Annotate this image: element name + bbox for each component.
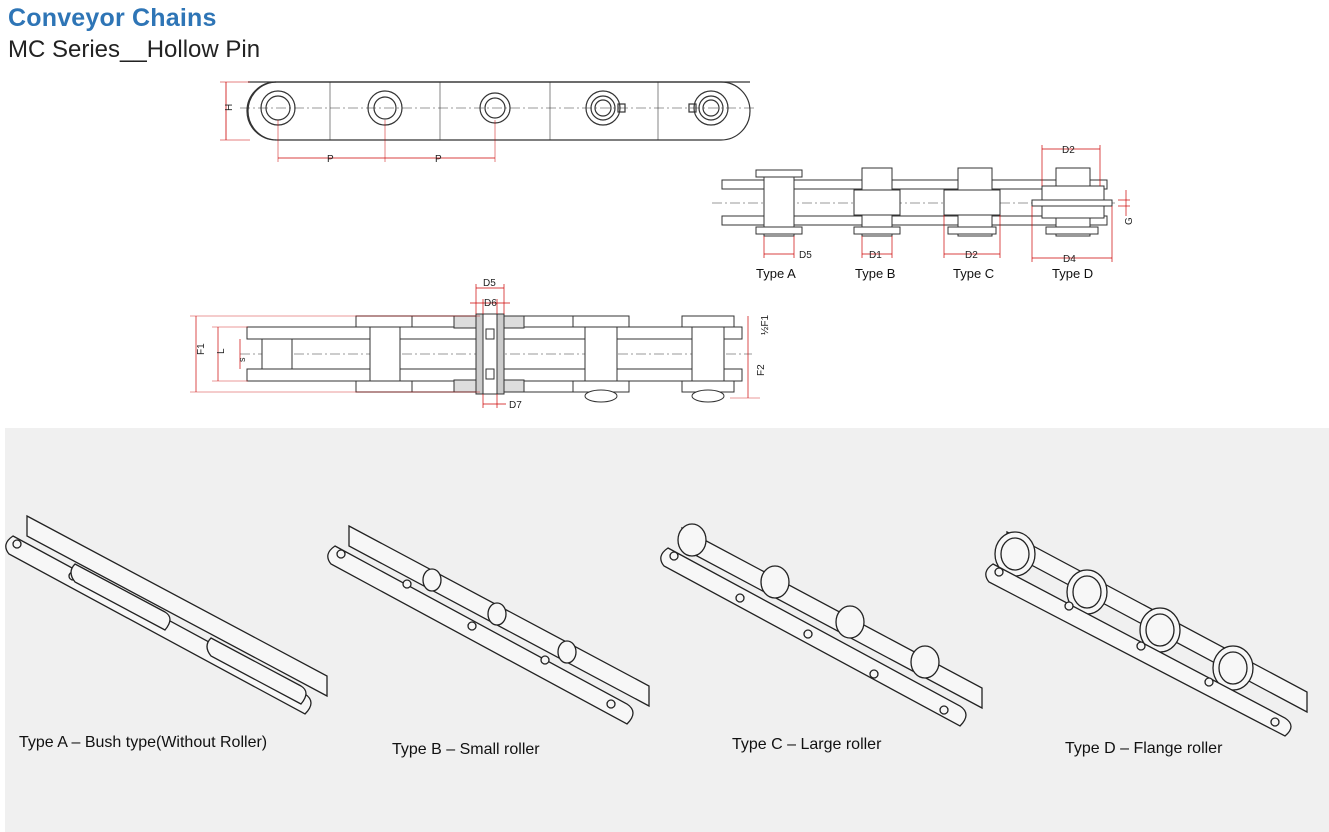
dim-label-d5: D5 <box>483 278 496 289</box>
dim-label-d6: D6 <box>484 298 497 309</box>
caption-type-b: Type B – Small roller <box>392 741 540 758</box>
type-b-chain-render <box>327 524 650 725</box>
type-c-label: Type C <box>953 266 994 281</box>
caption-type-c: Type C – Large roller <box>732 736 882 753</box>
dim-label-p-2: P <box>435 154 442 165</box>
page-subtitle: MC Series__Hollow Pin <box>8 36 261 63</box>
type-a-label: Type A <box>756 266 796 281</box>
dim-label-l: L <box>216 348 227 354</box>
side-view-drawing <box>240 81 755 141</box>
plan-view-drawing <box>240 313 752 403</box>
dim-label-d4: D4 <box>1063 254 1076 265</box>
type-d-chain-render <box>985 530 1308 737</box>
plan-view-dimensions <box>190 284 760 408</box>
type-b-label: Type B <box>855 266 895 281</box>
dim-label-f1-half: ½F1 <box>760 315 771 335</box>
dim-label-s: s <box>237 357 247 362</box>
dim-label-p-1: P <box>327 154 334 165</box>
type-d-label: Type D <box>1052 266 1093 281</box>
dim-label-d7: D7 <box>509 400 522 411</box>
dim-label-f2: F2 <box>756 364 767 376</box>
caption-type-a: Type A – Bush type(Without Roller) <box>19 734 268 751</box>
dim-label-g: G <box>1124 217 1135 225</box>
dim-label-d2-top: D2 <box>1062 145 1075 156</box>
type-c-chain-render <box>660 523 983 727</box>
dim-label-d2-bottom: D2 <box>965 250 978 261</box>
dim-label-d1: D1 <box>869 250 882 261</box>
side-view-dimensions <box>220 81 496 162</box>
roller-types-dimensions <box>763 145 1130 262</box>
type-a-chain-render <box>5 514 328 715</box>
technical-drawings: H P P D5 D1 D2 <box>190 81 1135 411</box>
chain-type-gallery: Type A – Bush type(Without Roller) Type … <box>5 428 1329 832</box>
dim-label-h: H <box>224 104 235 111</box>
dim-label-d5-top: D5 <box>799 250 812 261</box>
dim-label-f1-left: F1 <box>196 343 207 355</box>
caption-type-d: Type D – Flange roller <box>1065 740 1223 757</box>
page-title: Conveyor Chains <box>8 4 217 32</box>
roller-types-drawing <box>712 167 1115 237</box>
